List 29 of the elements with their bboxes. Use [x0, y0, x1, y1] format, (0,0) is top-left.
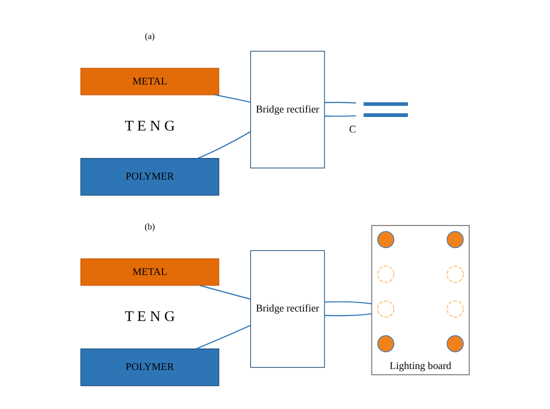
connector — [324, 313, 372, 316]
label: T E N G — [124, 308, 175, 325]
node-circle — [446, 266, 464, 283]
connector — [324, 301, 372, 304]
node-box: METAL — [80, 68, 220, 96]
node-label: C — [349, 124, 356, 136]
node-circle — [377, 266, 394, 283]
connector — [215, 94, 251, 103]
node-box: Bridge rectifier — [250, 50, 325, 168]
label: T E N G — [124, 118, 175, 134]
node-circle — [377, 335, 394, 352]
node-box: Bridge rectifier — [250, 250, 325, 368]
label: (a) — [144, 30, 155, 41]
label: (b) — [144, 221, 155, 232]
node-circle — [377, 231, 394, 248]
node-circle — [377, 300, 394, 318]
connector — [200, 284, 251, 300]
node-box: METAL — [80, 258, 220, 286]
node-box: POLYMER — [80, 348, 220, 386]
node-box: POLYMER — [80, 158, 220, 196]
node-label: Lighting board — [390, 360, 452, 372]
connector — [198, 131, 251, 159]
node-circle — [446, 231, 464, 248]
connector — [196, 324, 251, 350]
connector — [324, 102, 356, 104]
cluster — [371, 225, 470, 376]
node-circle — [446, 300, 464, 318]
node-circle — [446, 335, 464, 352]
connector — [324, 115, 356, 117]
